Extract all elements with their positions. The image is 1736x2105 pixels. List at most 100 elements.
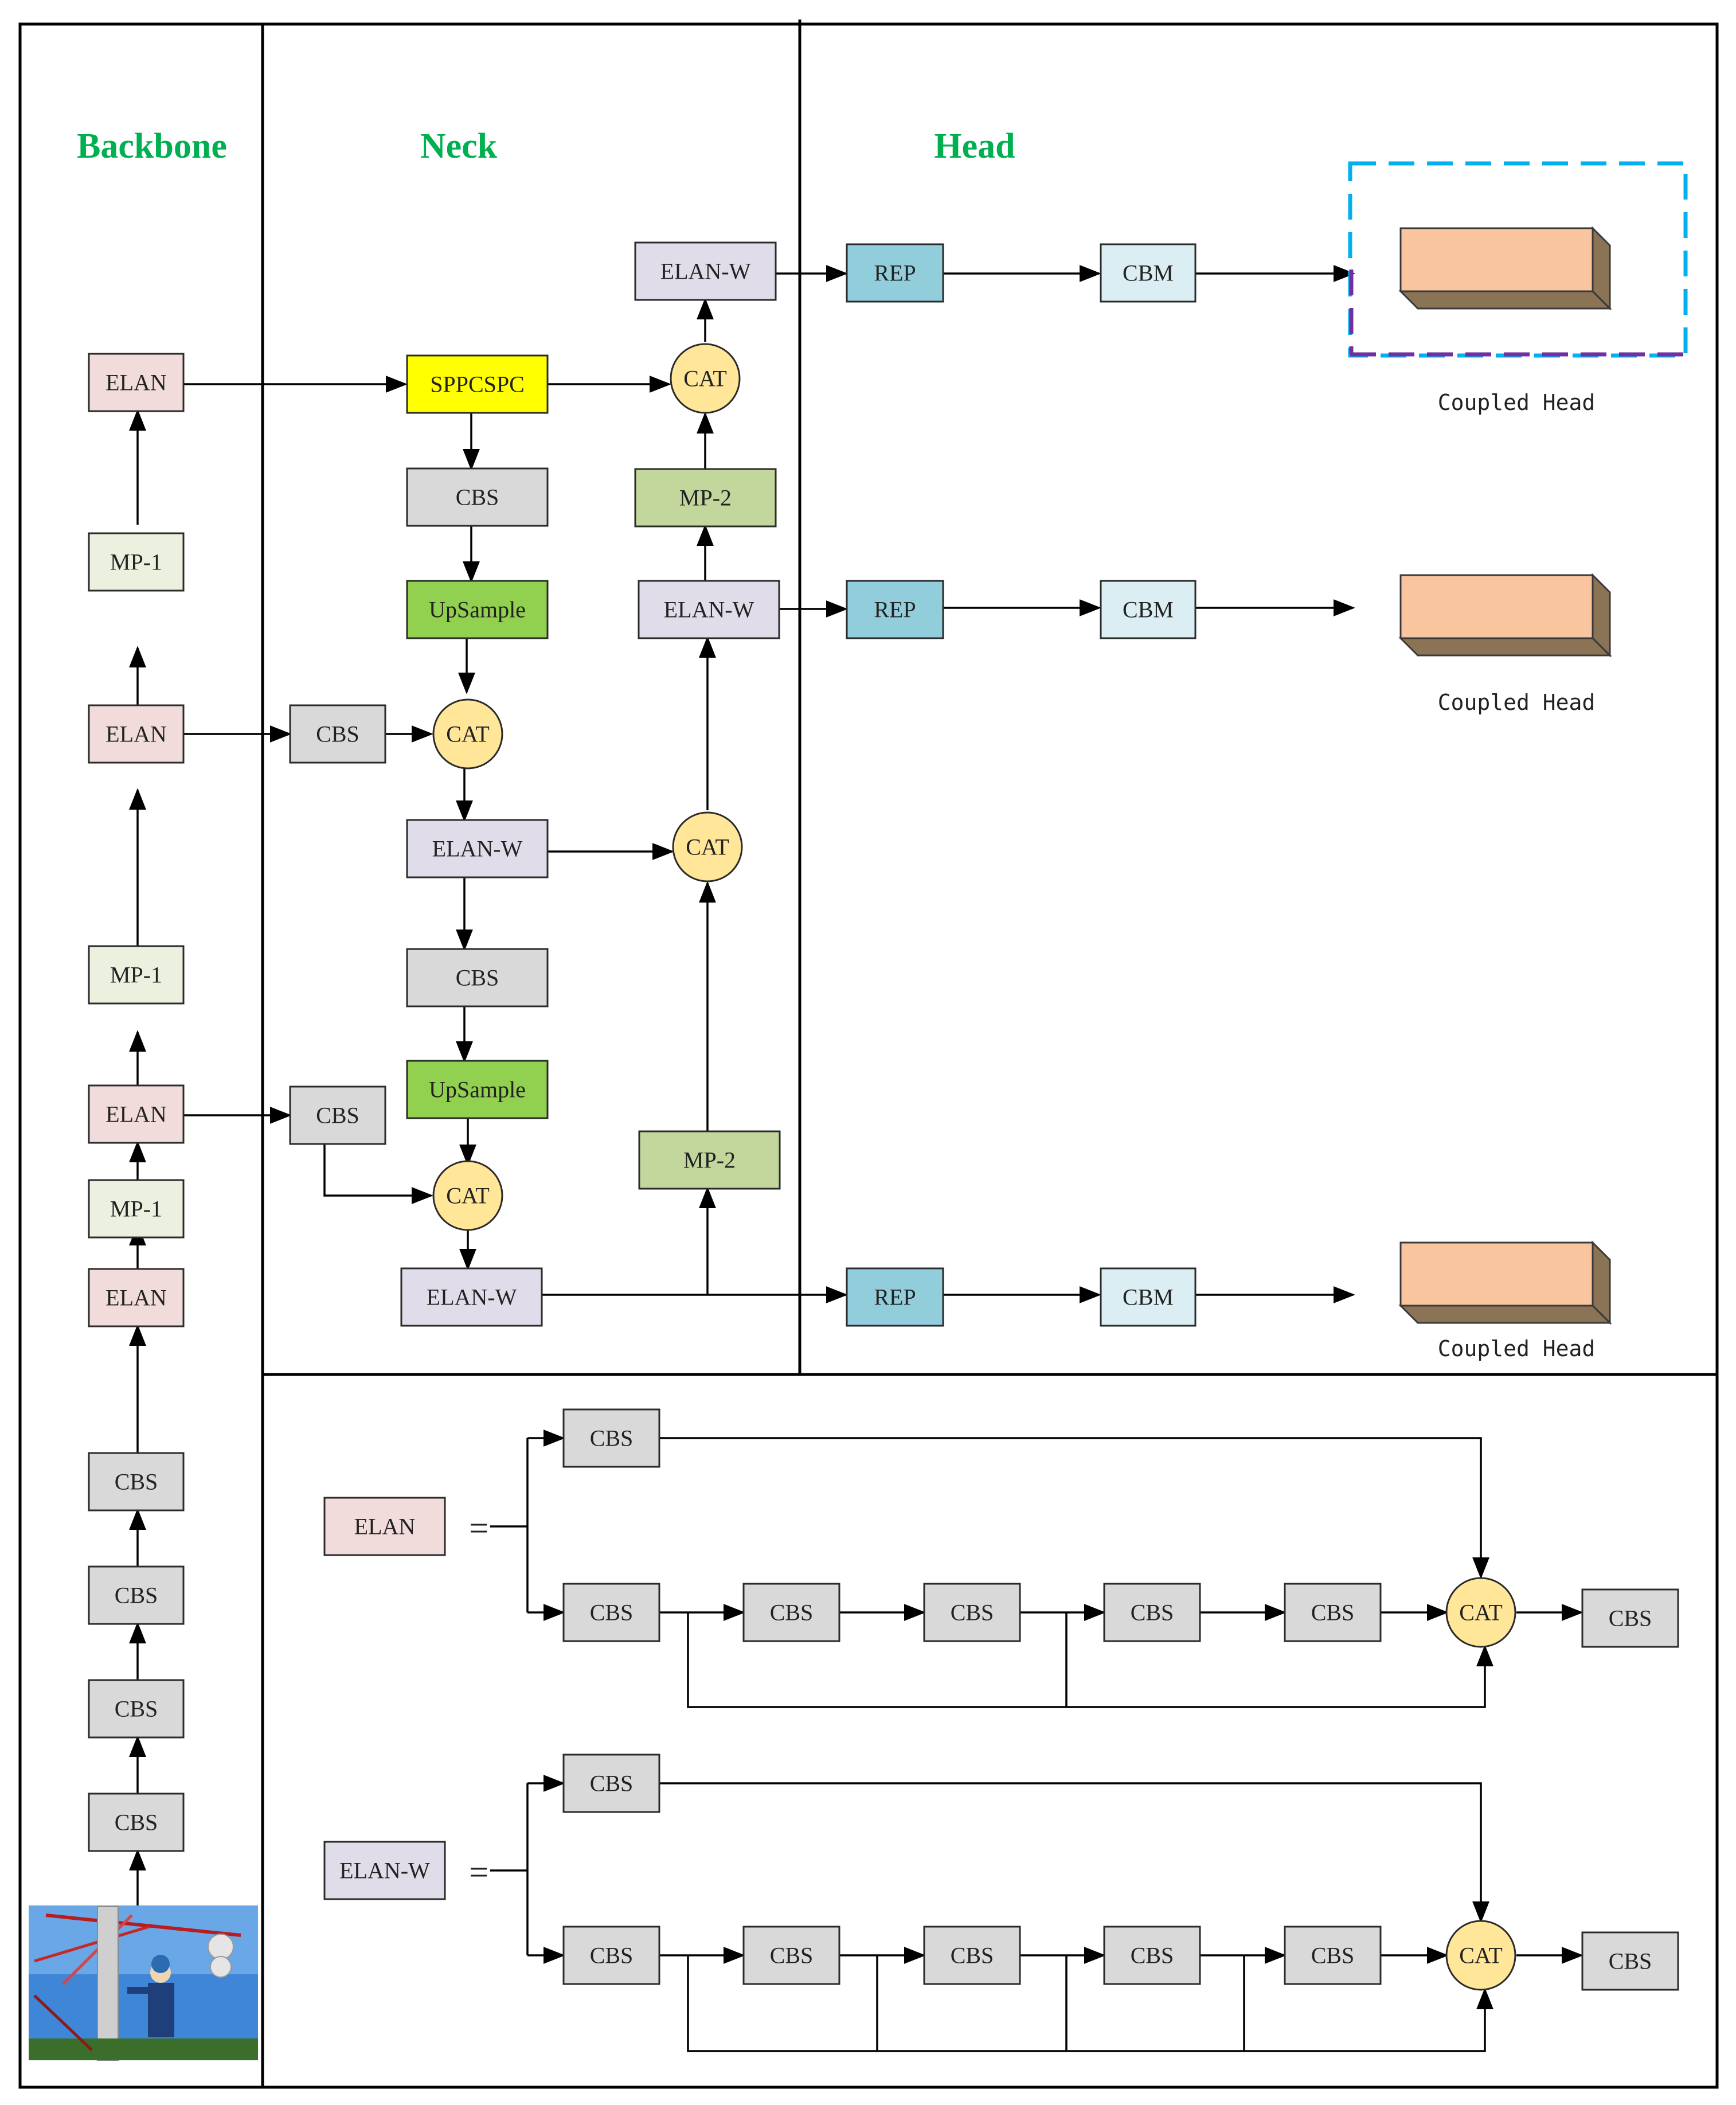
neck-lateral-cbs-2-label: CBS (316, 1103, 359, 1128)
def-elan-cbs-c: CBS (923, 1583, 1021, 1642)
def-elanw-cbs-b-box (742, 1926, 840, 1985)
elanw-equals-sign: = (469, 1853, 488, 1891)
backbone-mp1-1-box (88, 1179, 185, 1239)
neck-mp2-1-label: MP-2 (683, 1147, 736, 1173)
coupled-head-caption-top: Coupled Head (1438, 390, 1596, 415)
def-elan-label: ELAN (323, 1497, 446, 1556)
head-cbm-2-label: CBM (1123, 597, 1174, 623)
backbone-mp1-3: MP-1 (88, 532, 185, 592)
input-photo (29, 1905, 258, 2061)
neck-elanw-4-box (634, 241, 777, 301)
neck-mp2-2-box (634, 468, 777, 528)
backbone-elan-2-box (88, 1084, 185, 1144)
def-elan-cbs-d-label: CBS (1131, 1600, 1174, 1626)
neck-elanw-2: ELAN-W (400, 1267, 543, 1327)
def-elanw-cat: CAT (1445, 1920, 1516, 1991)
def-elan-cbs-b-label: CBS (770, 1600, 814, 1626)
backbone-mp1-3-box (88, 532, 185, 592)
neck-elanw-2-box (400, 1267, 543, 1327)
def-elan-cbs-b: CBS (742, 1583, 840, 1642)
neck-elanw-3-box (638, 580, 780, 639)
neck-cat-4: CAT (432, 1160, 503, 1231)
head-rep-1-label: REP (874, 260, 916, 286)
head-cbm-2: CBM (1100, 580, 1197, 639)
def-elanw-cbs-b: CBS (742, 1926, 840, 1985)
neck-sppcspc-box (406, 354, 549, 414)
neck-upsample-2: UpSample (406, 1060, 549, 1119)
neck-sppcspc-label: SPPCSPC (430, 372, 525, 397)
def-elanw-cbs-c: CBS (923, 1926, 1021, 1985)
connection-arrows (129, 265, 1583, 2052)
backbone-elan-4: ELAN (88, 353, 185, 412)
def-elanw-cbs-d-label: CBS (1131, 1943, 1174, 1969)
outer-frame (18, 22, 1719, 2089)
section-title-head: Head (934, 127, 1015, 166)
head-cbm-3-label: CBM (1123, 1284, 1174, 1310)
coupled-head-caption-bottom: Coupled Head (1438, 1336, 1596, 1361)
head-cbm-3: CBM (1100, 1267, 1197, 1327)
neck-elanw-1: ELAN-W (406, 819, 549, 878)
def-elanw-cbs-top: CBS (562, 1753, 660, 1813)
backbone-elan-3-label: ELAN (105, 721, 167, 747)
neck-cbs-2: CBS (406, 948, 549, 1007)
neck-cat-4-circle (432, 1160, 503, 1231)
def-elan-cbs-c-label: CBS (951, 1600, 994, 1626)
def-elanw-cbs-e-box (1284, 1926, 1382, 1985)
def-elanw-cbs-a-box (562, 1926, 660, 1985)
head-rep-2-label: REP (874, 597, 916, 623)
def-elanw-cbs-e: CBS (1284, 1926, 1382, 1985)
head-rep-2-box (846, 580, 944, 639)
def-elanw-cbs-out-label: CBS (1609, 1948, 1652, 1974)
backbone-cbs-3-label: CBS (115, 1583, 158, 1608)
neck-elanw-1-label: ELAN-W (432, 836, 523, 862)
neck-mp2-2-label: MP-2 (679, 485, 732, 511)
neck-mp2-1-box (638, 1130, 781, 1190)
head-rep-1-box (846, 243, 944, 303)
neck-cat-3-label: CAT (686, 834, 729, 860)
neck-cat-1: CAT (670, 343, 741, 414)
neck-cbs-1-box (406, 467, 549, 527)
head-cbm-2-box (1100, 580, 1197, 639)
def-elan-cbs-out: CBS (1581, 1588, 1679, 1648)
neck-cat-3-circle (672, 811, 743, 882)
section-title-backbone: Backbone (77, 127, 227, 166)
def-elan-cbs-out-label: CBS (1609, 1606, 1652, 1631)
neck-upsample-1-label: UpSample (429, 597, 526, 623)
neck-lateral-cbs-1: CBS (289, 704, 386, 764)
elan-equals-sign: = (469, 1509, 488, 1547)
backbone-cbs-1: CBS (88, 1792, 185, 1852)
backbone-elan-4-box (88, 353, 185, 412)
neck-cat-2-label: CAT (446, 721, 490, 747)
neck-elanw-4-label: ELAN-W (660, 259, 751, 284)
section-frames (18, 19, 1719, 2089)
head-rep-3-label: REP (874, 1284, 916, 1310)
neck-cbs-2-box (406, 948, 549, 1007)
def-elan-cbs-d: CBS (1103, 1583, 1201, 1642)
neck-lateral-cbs-2-box (289, 1085, 386, 1145)
def-elan-cbs-e: CBS (1284, 1583, 1382, 1642)
neck-cat-3: CAT (672, 811, 743, 882)
def-elanw-cbs-top-box (562, 1753, 660, 1813)
neck-upsample-1-box (406, 580, 549, 639)
head-cbm-1-label: CBM (1123, 260, 1174, 286)
backbone-cbs-2-label: CBS (115, 1696, 158, 1722)
backbone-cbs-4-label: CBS (115, 1469, 158, 1495)
def-elanw-cbs-a: CBS (562, 1926, 660, 1985)
def-elan-cbs-top: CBS (562, 1408, 660, 1468)
head-rep-2: REP (846, 580, 944, 639)
def-elan-cat-label: CAT (1459, 1600, 1503, 1626)
def-elan-label-label: ELAN (354, 1514, 416, 1540)
coupled-head-middle (1398, 573, 1612, 658)
backbone-elan-1: ELAN (88, 1268, 185, 1327)
neck-elanw-2-label: ELAN-W (427, 1284, 517, 1310)
backbone-elan-1-box (88, 1268, 185, 1327)
def-elanw-label: ELAN-W (323, 1841, 446, 1900)
def-elan-cbs-c-box (923, 1583, 1021, 1642)
backbone-cbs-2: CBS (88, 1679, 185, 1739)
neck-cat-1-circle (670, 343, 741, 414)
def-elanw-cat-circle (1445, 1920, 1516, 1991)
def-elan-cbs-d-box (1103, 1583, 1201, 1642)
neck-cbs-1: CBS (406, 467, 549, 527)
neck-upsample-2-box (406, 1060, 549, 1119)
neck-sppcspc: SPPCSPC (406, 354, 549, 414)
